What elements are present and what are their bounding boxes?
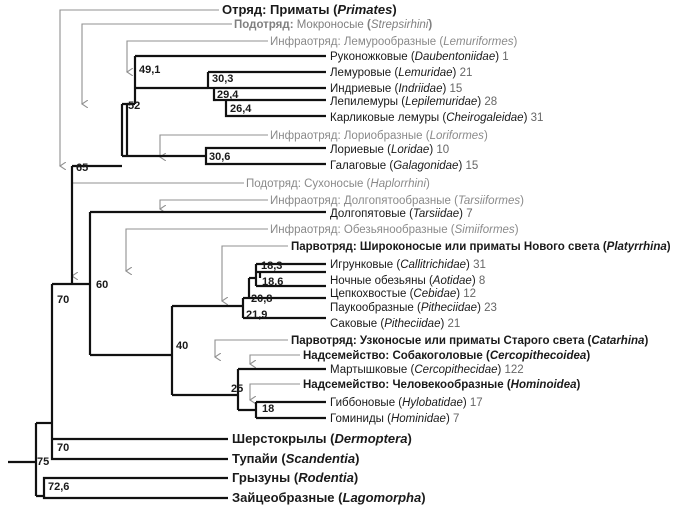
arrow-strepsirhini: [82, 23, 232, 104]
node-label-n10: 20,8: [251, 293, 272, 305]
node-label-n0: 49,1: [139, 64, 160, 76]
taxon-label-t24: Надсемейство: Человекообразные (Hominoid…: [303, 379, 580, 391]
arrow-cercopithecoidea: [250, 354, 300, 364]
taxon-label-t1: Подотряд: Мокроносые (Strepsirhini): [234, 19, 432, 31]
taxon-label-t19: Паукообразные (Pitheciidae) 23: [330, 302, 497, 314]
node-label-n9: 18,6: [262, 276, 283, 288]
node-label-n18: 72,6: [48, 481, 69, 493]
node-label-n7: 60: [96, 279, 108, 291]
taxon-label-t18: Цепкохвостые (Cebidae) 12: [330, 288, 476, 300]
taxon-label-t8: Инфраотряд: Лориобразные (Loriformes): [270, 130, 488, 142]
taxon-label-t3: Руконожковые (Daubentoniidae) 1: [330, 51, 509, 63]
taxon-label-t29: Грызуны (Rodentia): [232, 470, 358, 485]
taxon-label-t21: Парвотряд: Узконосые или приматы Старого…: [291, 335, 648, 347]
taxon-label-t15: Парвотряд: Широконосые или приматы Новог…: [291, 241, 671, 253]
node-label-n2: 29,4: [217, 89, 239, 101]
taxon-label-t0: Отряд: Приматы (Primates): [222, 2, 397, 17]
taxon-label-t5: Индриевые (Indriidae) 15: [330, 83, 462, 95]
node-label-n8: 18,3: [261, 260, 282, 272]
taxon-label-t10: Галаговые (Galagonidae) 15: [330, 160, 478, 172]
node-label-n17: 75: [37, 456, 49, 468]
taxon-label-t26: Гоминиды (Hominidae) 7: [330, 413, 459, 425]
node-label-n5: 30,6: [209, 151, 230, 163]
taxon-label-t4: Лемуровые (Lemuridae) 21: [330, 67, 472, 79]
taxon-label-t22: Надсемейство: Собакоголовые (Cercopithec…: [303, 350, 590, 362]
arrow-catarhina: [215, 339, 288, 357]
taxon-labels: Отряд: Приматы (Primates) Подотряд: Мокр…: [222, 2, 671, 505]
node-age-labels: 49,1 30,3 29,4 26,4 52 30,6 65 60 18,3 1…: [37, 64, 283, 493]
taxon-label-t9: Лориевые (Loridae) 10: [330, 144, 449, 156]
taxon-label-t28: Тупайи (Scandentia): [232, 451, 359, 466]
node-label-n12: 40: [176, 340, 188, 352]
arrow-loriformes: [160, 134, 268, 157]
taxon-label-t7: Карликовые лемуры (Cheirogaleidae) 31: [330, 112, 543, 124]
taxon-label-t13: Долгопятовые (Tarsiidae) 7: [330, 208, 473, 220]
taxon-label-t2: Инфраотряд: Лемурообразные (Lemuriformes…: [270, 36, 518, 48]
node-label-n15: 70: [57, 294, 69, 306]
taxon-label-t11: Подотряд: Сухоносые (Haplorrhini): [246, 178, 430, 190]
node-label-n16: 70: [57, 442, 69, 454]
arrow-tarsiiformes: [160, 199, 268, 209]
arrow-lemuriformes: [127, 40, 268, 72]
arrow-primates: [60, 9, 219, 166]
arrow-platyrrhina: [222, 245, 288, 301]
taxon-label-t16: Игрунковые (Callitrichidae) 31: [330, 259, 486, 271]
node-label-n3: 26,4: [230, 103, 252, 115]
taxon-label-t14: Инфраотряд: Обезьянообразные (Simiiforme…: [270, 224, 519, 236]
node-label-n1: 30,3: [212, 73, 233, 85]
node-label-n13: 25: [231, 383, 243, 395]
taxon-label-t6: Лепилемуры (Lepilemuridae) 28: [330, 96, 497, 108]
node-label-n11: 21,9: [246, 309, 267, 321]
tree-branches: [8, 54, 326, 500]
taxon-label-t23: Мартышковые (Cercopithecidae) 122: [330, 364, 524, 376]
arrow-hominoidea: [250, 383, 300, 400]
arrow-simiiformes: [126, 228, 268, 271]
taxon-label-t27: Шерстокрылы (Dermoptera): [232, 431, 412, 446]
taxon-label-t12: Инфраотряд: Долгопятообразные (Tarsiifor…: [270, 195, 524, 207]
taxon-label-t25: Гиббоновые (Hylobatidae) 17: [330, 397, 483, 409]
taxon-label-t20: Саковые (Pitheciidae) 21: [330, 318, 460, 330]
node-label-n4: 52: [128, 100, 140, 112]
node-label-n6: 65: [76, 162, 88, 174]
taxon-label-t30: Зайцеобразные (Lagomorpha): [232, 490, 426, 505]
taxon-label-t17: Ночные обезьяны (Aotidae) 8: [330, 275, 485, 287]
node-label-n14: 18: [262, 403, 274, 415]
